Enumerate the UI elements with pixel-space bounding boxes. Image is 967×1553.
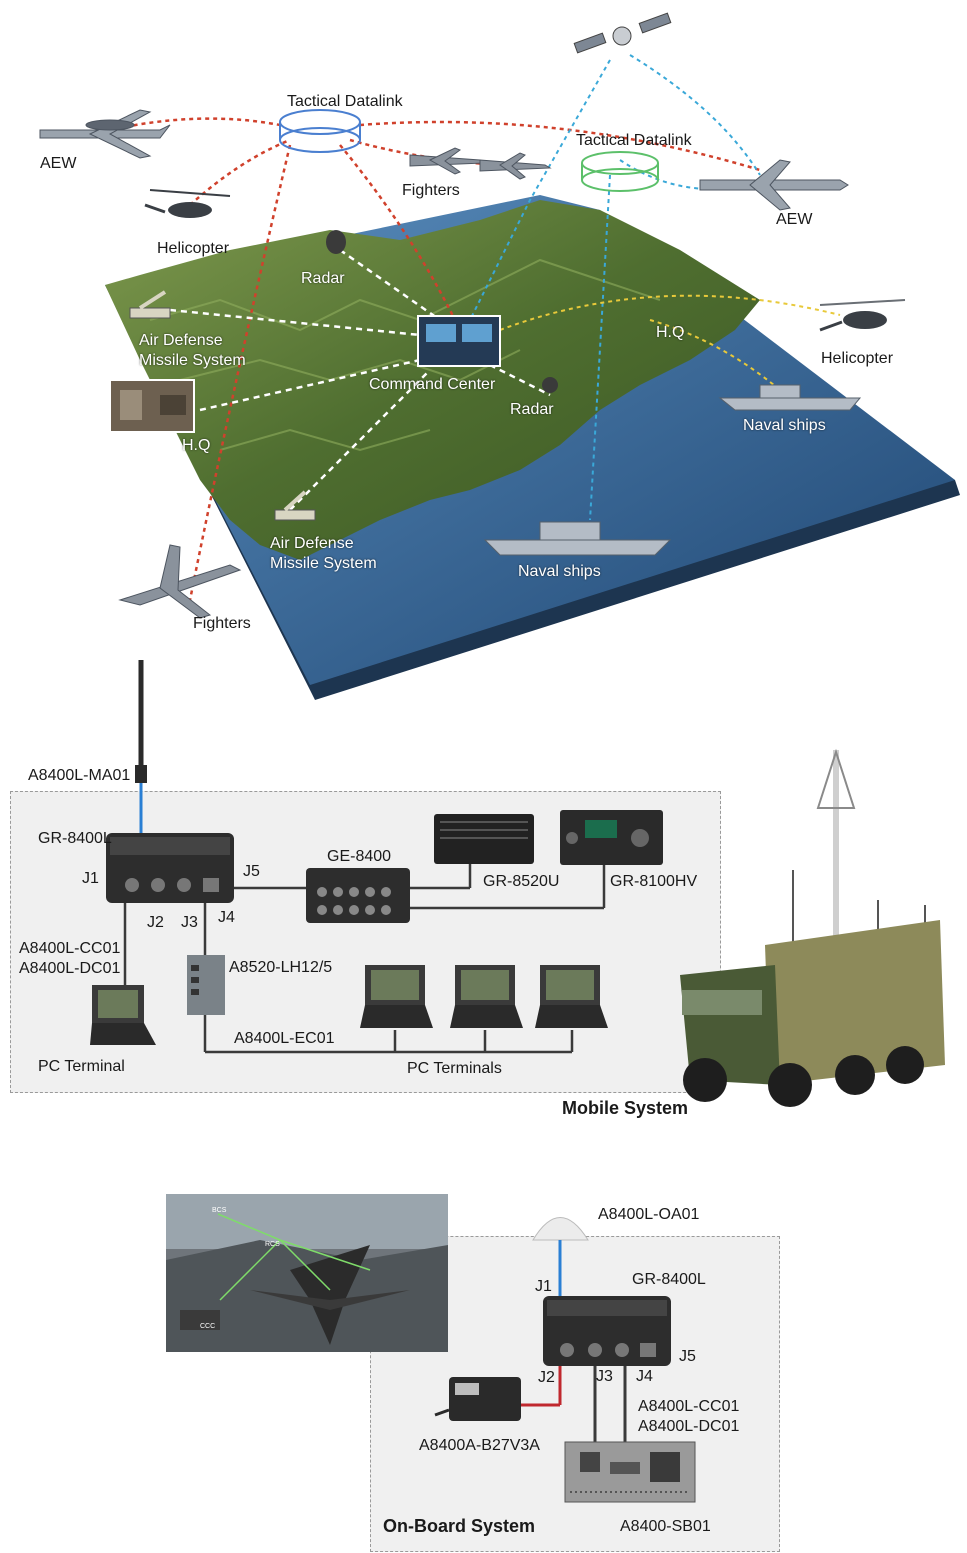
port-label: J1: [82, 870, 99, 887]
uav-scene-photo: [166, 1194, 448, 1352]
air-defense-label: Missile System: [270, 555, 377, 572]
hub-model-label: A8520-LH12/5: [229, 959, 333, 976]
mobile-cables: [123, 864, 606, 1054]
port-label: J4: [636, 1368, 653, 1385]
pc-terminals-label: PC Terminals: [407, 1060, 502, 1077]
fighters-label: Fighters: [193, 615, 251, 632]
helicopter-left-icon: [144, 189, 231, 218]
fighter-bottom-icon: [118, 544, 242, 619]
radar-label: Radar: [301, 270, 345, 287]
hq-photo: [109, 379, 195, 433]
helicopter-label: Helicopter: [821, 350, 894, 367]
pc-terminal-label: PC Terminal: [38, 1058, 125, 1075]
fighters-label: Fighters: [402, 182, 460, 199]
laptop-icon: [450, 965, 523, 1028]
naval-ship-icon: [483, 521, 672, 556]
helicopter-label: Helicopter: [157, 240, 230, 257]
naval-ships-label: Naval ships: [743, 417, 826, 434]
datalink-ring-green: [581, 151, 659, 192]
land-area: [105, 200, 760, 560]
port-label: J5: [679, 1348, 696, 1365]
inset-bcs-text: BCS: [212, 1207, 227, 1214]
command-center-label: Command Center: [369, 376, 496, 393]
aew-right-icon: [699, 159, 849, 211]
radar-icon: [542, 377, 558, 393]
device-label: GR-8100HV: [610, 873, 698, 890]
tactical-datalink-label: Tactical Datalink: [287, 93, 403, 110]
battery-model-label: A8400A-B27V3A: [419, 1437, 540, 1454]
dome-antenna-icon: [532, 1217, 589, 1241]
port-label: J2: [538, 1369, 555, 1386]
aew-label: AEW: [40, 155, 77, 172]
port-label: J5: [243, 863, 260, 880]
port-label: J2: [147, 914, 164, 931]
radio-model-label: GR-8400L: [38, 830, 112, 847]
aew-label: AEW: [776, 211, 813, 228]
mobile-system-title: Mobile System: [562, 1098, 689, 1118]
radio-model-label: GR-8400L: [632, 1271, 706, 1288]
radar-label: Radar: [510, 401, 554, 418]
cable-label: A8400L-DC01: [19, 960, 121, 977]
hq-label: H.Q: [182, 437, 211, 454]
battery-icon: [434, 1377, 521, 1421]
fighters-top-icon: [409, 147, 552, 180]
missile-launcher-icon: [129, 290, 171, 319]
satellite-icon: [573, 12, 672, 54]
inset-ccc-text: CCC: [200, 1323, 215, 1330]
air-defense-label: Missile System: [139, 352, 246, 369]
radio-gr-8400l-icon: [106, 833, 234, 903]
antenna-model-label: A8400L-MA01: [28, 767, 131, 784]
cable-label: A8400L-DC01: [638, 1418, 740, 1435]
air-defense-label: Air Defense: [270, 535, 354, 552]
cable-label: A8400L-EC01: [234, 1030, 335, 1047]
radio-gr-8520u-icon: [434, 814, 534, 864]
inset-rcs-text: RCS: [265, 1241, 280, 1248]
helicopter-right-icon: [819, 299, 906, 332]
missile-launcher-icon: [274, 490, 316, 521]
datalink-ring-blue: [279, 109, 361, 153]
antenna-model-label: A8400L-OA01: [598, 1206, 700, 1223]
naval-ship-icon: [718, 384, 862, 411]
tactical-datalink-label: Tactical Datalink: [576, 132, 692, 149]
radar-icon: [326, 230, 346, 254]
switch-ge-8400-icon: [306, 868, 410, 923]
port-label: J4: [218, 909, 235, 926]
military-truck-icon: [680, 748, 945, 1107]
command-center-photo: [417, 315, 501, 367]
naval-ships-label: Naval ships: [518, 563, 601, 580]
radio-gr-8400l-icon: [543, 1296, 671, 1366]
whip-antenna-icon: [135, 660, 147, 783]
port-label: J3: [181, 914, 198, 931]
battlefield-scene: [39, 12, 960, 700]
air-defense-label: Air Defense: [139, 332, 223, 349]
circuit-board-icon: [564, 1441, 696, 1503]
laptop-icon: [90, 985, 156, 1045]
device-label: GR-8520U: [483, 873, 560, 890]
port-label: J1: [535, 1278, 552, 1295]
laptop-icon: [535, 965, 608, 1028]
hub-a8520-lh12-icon: [187, 955, 225, 1015]
yellow-datalink-lines: [499, 294, 841, 391]
cable-label: A8400L-CC01: [638, 1398, 740, 1415]
switch-model-label: GE-8400: [327, 848, 392, 865]
hq-label: H.Q: [656, 324, 685, 341]
radio-gr-8100hv-icon: [560, 810, 663, 865]
port-label: J3: [596, 1368, 613, 1385]
board-model-label: A8400-SB01: [620, 1518, 711, 1535]
aew-left-icon: [39, 109, 171, 159]
laptop-icon: [360, 965, 433, 1028]
onboard-system-title: On-Board System: [383, 1516, 536, 1536]
cable-label: A8400L-CC01: [19, 940, 121, 957]
